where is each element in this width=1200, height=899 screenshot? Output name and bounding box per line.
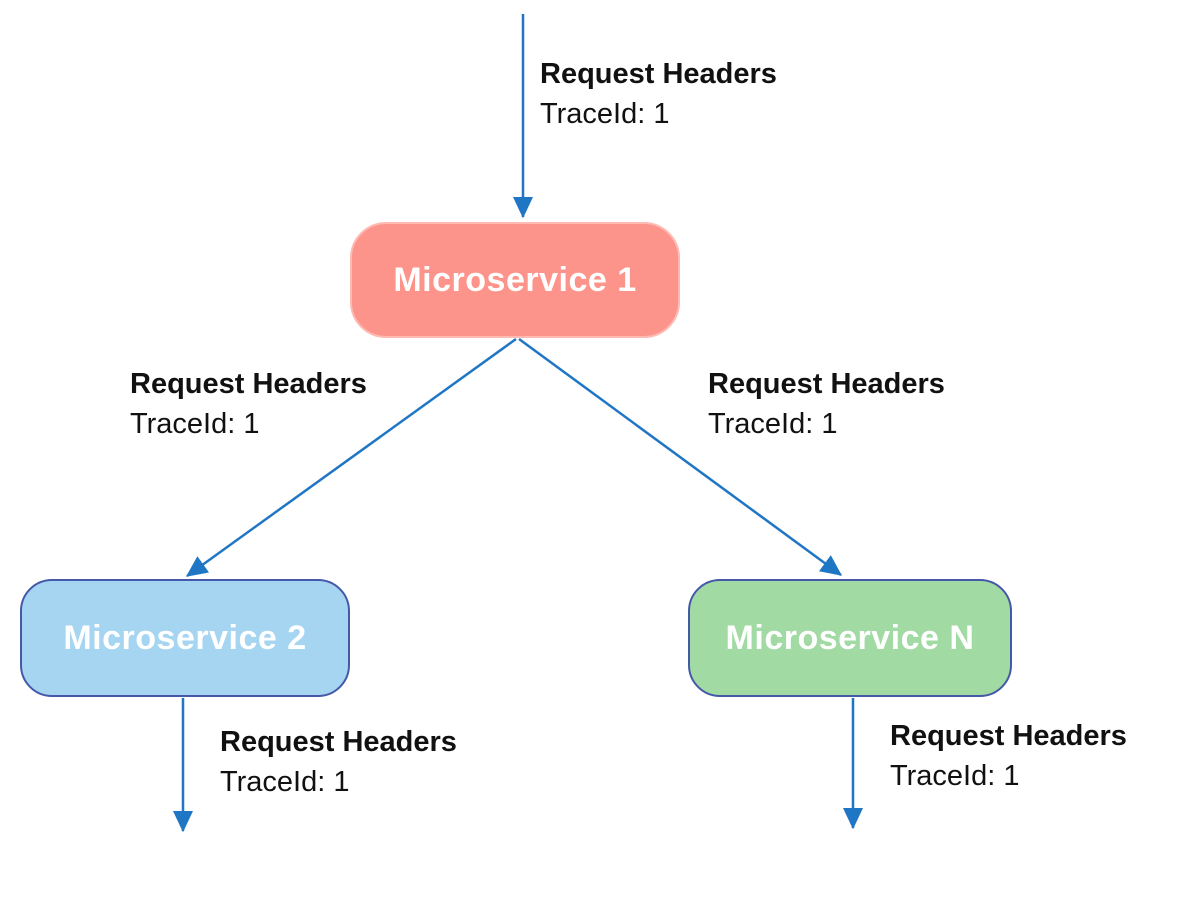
edge-ms1-to-msn-arrow: [518, 337, 843, 577]
edge-label-msn-outgoing: Request Headers TraceId: 1: [890, 716, 1127, 796]
edge-label-value: TraceId: 1: [540, 98, 670, 130]
edge-label-value: TraceId: 1: [890, 760, 1020, 792]
node-microservice-2-label: Microservice 2: [63, 618, 307, 657]
edge-label-ms2-outgoing: Request Headers TraceId: 1: [220, 722, 457, 802]
edge-label-title: Request Headers: [540, 58, 777, 90]
edge-label-title: Request Headers: [220, 726, 457, 758]
edge-label-value: TraceId: 1: [220, 766, 350, 798]
node-microservice-n: Microservice N: [688, 579, 1012, 697]
edge-label-value: TraceId: 1: [130, 408, 260, 440]
node-microservice-2: Microservice 2: [20, 579, 350, 697]
edge-label-incoming-to-ms1: Request Headers TraceId: 1: [540, 54, 777, 134]
edge-label-title: Request Headers: [130, 368, 367, 400]
node-microservice-1-label: Microservice 1: [393, 260, 637, 299]
edge-label-value: TraceId: 1: [708, 408, 838, 440]
edge-label-title: Request Headers: [890, 720, 1127, 752]
edge-label-ms1-to-ms2: Request Headers TraceId: 1: [130, 364, 367, 444]
node-microservice-1: Microservice 1: [350, 222, 680, 338]
edge-label-ms1-to-msn: Request Headers TraceId: 1: [708, 364, 945, 444]
edge-ms1-to-ms2-arrow: [185, 337, 517, 578]
edge-label-title: Request Headers: [708, 368, 945, 400]
node-microservice-n-label: Microservice N: [725, 618, 975, 657]
